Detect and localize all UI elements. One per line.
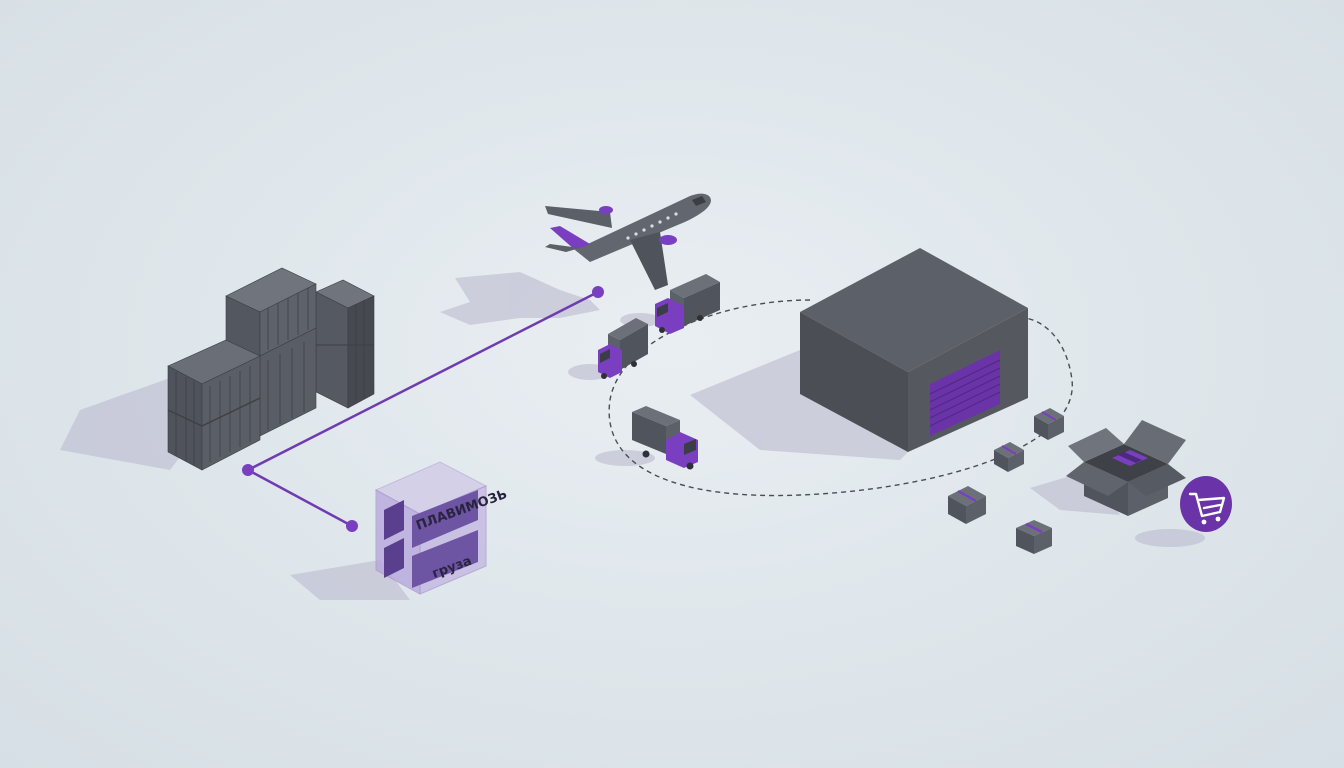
route-node-start	[592, 286, 604, 298]
shopping-cart-badge	[1180, 476, 1232, 532]
warehouse-roof	[800, 248, 1028, 372]
truck-1	[598, 318, 648, 379]
shadows	[60, 272, 1205, 600]
parcels	[948, 408, 1064, 554]
truck-3	[632, 406, 698, 470]
cart-shadow	[1135, 529, 1205, 547]
truck-shadow-3	[595, 450, 655, 466]
delivery-route-loop	[608, 299, 1073, 497]
parcel-4	[1016, 520, 1052, 554]
shopping-cart-icon	[1188, 492, 1226, 518]
open-box	[1066, 420, 1186, 516]
truck-2	[655, 274, 720, 334]
cargo-box: ПЛАВИМОЗЬ груза	[374, 461, 509, 595]
airplane	[545, 193, 711, 290]
parcel-3	[948, 486, 986, 524]
containers-shadow	[60, 378, 200, 470]
route-line	[242, 286, 604, 532]
parcel-2	[994, 442, 1024, 472]
warehouse-left-wall	[800, 312, 908, 452]
container-stack	[167, 267, 375, 471]
route-node-end	[346, 520, 358, 532]
warehouse	[800, 248, 1028, 452]
route-node-mid	[242, 464, 254, 476]
plane-shadow	[440, 272, 600, 325]
parcel-1	[1034, 408, 1064, 440]
warehouse-shadow	[690, 350, 910, 460]
